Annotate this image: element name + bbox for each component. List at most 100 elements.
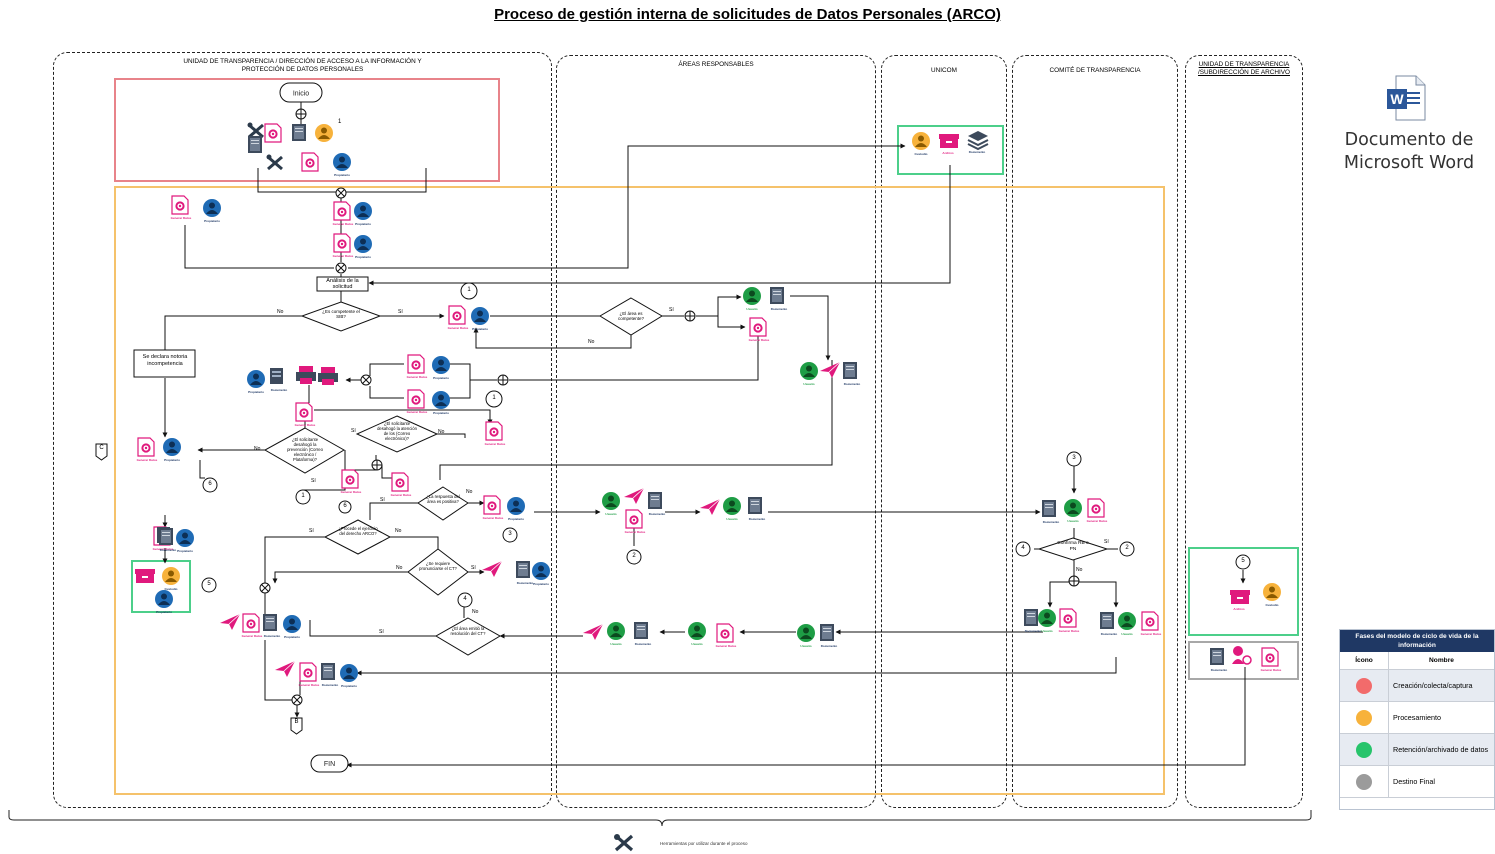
tools-note: Herramientas por utilizar durante el pro… [660, 841, 748, 846]
icon-caption: Documento [749, 517, 766, 521]
gear-document-icon: Generar Datos [333, 233, 354, 258]
owner-person-icon: Propietario [155, 590, 173, 614]
tools-icon [246, 121, 265, 139]
document-icon: Documento [770, 287, 787, 311]
legend-phase-name: Destino Final [1393, 776, 1435, 786]
gear-document-icon: Generar Datos [1261, 647, 1282, 672]
icon-caption: Propietario [248, 390, 264, 394]
legend-row: Destino Final [1340, 766, 1494, 798]
gear-document-icon: Generar Datos [1087, 498, 1108, 523]
incompetence-task [133, 349, 196, 378]
user-person-icon: Usuario [1118, 612, 1136, 636]
lane-title: ÁREAS RESPONSABLES [678, 61, 754, 68]
gear-document-icon: Generar Datos [333, 201, 354, 226]
icon-caption: Usuario [1041, 629, 1052, 633]
legend-col-icon: Ícono [1340, 652, 1389, 669]
legend-icon-cell [1340, 734, 1389, 765]
owner-person-icon: Propietario [432, 391, 450, 415]
lane-title: UNIDAD DE TRANSPARENCIA /SUBDIRECCIÓN DE… [1198, 61, 1290, 76]
connector-number: 6 [343, 503, 347, 509]
user-person-icon: Usuario [1064, 499, 1082, 523]
legend-phase-name: Retención/archivado de datos [1393, 744, 1489, 754]
user-person-icon: Usuario [607, 622, 625, 646]
custodian-person-icon: Custodio [912, 132, 930, 156]
gear-document-icon: Generar Datos [407, 354, 428, 379]
connector-number: 2 [632, 553, 636, 559]
word-document-icon[interactable]: W [1386, 75, 1426, 121]
tools-icon [614, 834, 634, 852]
page-title: Proceso de gestión interna de solicitude… [494, 6, 1001, 23]
send-icon [819, 361, 841, 379]
icon-caption: Propietario [433, 411, 449, 415]
icon-caption: Propietario [433, 376, 449, 380]
send-icon [623, 487, 645, 505]
lane-title: UNICOM [931, 67, 957, 74]
offpage-label: B [294, 719, 299, 725]
connector-number: 2 [1125, 545, 1129, 551]
icon-caption: Propietario [341, 684, 357, 688]
document-icon: Documento [1042, 500, 1059, 524]
printer-icon [296, 366, 316, 384]
document-icon: Documento [820, 624, 837, 648]
gear-document-icon: Generar Datos [391, 472, 412, 497]
icon-caption: Documento [517, 581, 534, 585]
archive-box-icon: Archivo [939, 134, 959, 155]
icon-caption: Documento [1211, 668, 1228, 672]
connector-number: 5 [207, 581, 211, 587]
connector-number: 1 [301, 493, 305, 499]
branch-label-yes: Sí [311, 478, 316, 484]
send-icon [699, 498, 721, 516]
decision-prevention-label: ¿El solicitante desahogó la prevención (… [287, 437, 323, 462]
stack-icon: Documento [967, 130, 989, 154]
send-icon [219, 613, 241, 631]
branch-label-yes: Sí [309, 528, 314, 534]
final-phase-box-archive [1188, 641, 1299, 680]
gear-document-icon: Generar Datos [242, 613, 263, 638]
document-icon: Documento [648, 492, 665, 516]
icon-caption: Generar Datos [333, 222, 354, 226]
decision-ct-confirm [1037, 537, 1109, 561]
icon-caption: Documento [271, 388, 288, 392]
branch-label-yes: Sí [380, 497, 385, 503]
owner-person-icon: Propietario [471, 307, 489, 331]
owner-person-icon: Propietario [247, 370, 265, 394]
icon-caption: Generar Datos [1059, 629, 1080, 633]
gear-document-icon: Generar Datos [448, 305, 469, 330]
icon-caption: Documento [771, 307, 788, 311]
legend-row: Creación/colecta/captura [1340, 670, 1494, 702]
user-person-icon: Usuario [723, 497, 741, 521]
footnote-number: 1 [338, 119, 342, 125]
icon-caption: Custodio [915, 152, 928, 156]
gear-document-icon: Generar Datos [716, 623, 737, 648]
icon-caption: Documento [1043, 520, 1060, 524]
lane-archive-subdirectorate: UNIDAD DE TRANSPARENCIA /SUBDIRECCIÓN DE… [1185, 55, 1303, 808]
icon-caption: Documento [821, 644, 838, 648]
decision-area-resolution-label: ¿El área emitió la resolución del CT? [450, 626, 486, 636]
decision-competent-area [599, 297, 663, 336]
analysis-task [316, 276, 369, 292]
branch-label-yes: Sí [398, 309, 403, 315]
owner-person-icon: Propietario [354, 235, 372, 259]
gear-document-icon: Generar Datos [137, 437, 158, 462]
archive-box-icon: Archivo [1230, 590, 1250, 611]
document-icon: Documento [1100, 612, 1117, 636]
icon-caption: Propietario [508, 517, 524, 521]
decision-extension [355, 415, 439, 453]
branch-label-no: No [588, 339, 595, 345]
lane-title: COMITÉ DE TRANSPARENCIA [1049, 67, 1141, 74]
word-document-label[interactable]: Documento de Microsoft Word [1343, 130, 1475, 173]
icon-caption: Usuario [803, 382, 814, 386]
processing-phase-box [114, 186, 1165, 795]
decision-ct-confirm-label: Confirma RB o PN [1057, 541, 1089, 552]
branch-label-no: No [396, 565, 403, 571]
end-event-label: FIN [324, 761, 335, 768]
send-icon [582, 623, 604, 641]
user-key-icon [1232, 646, 1252, 665]
bottom-brace [8, 810, 1312, 827]
decision-requires-ct-label: ¿Se requiere pronunciarse el CT? [419, 561, 457, 571]
icon-caption: Propietario [533, 582, 549, 586]
branch-label-no: No [254, 446, 261, 452]
owner-person-icon: Propietario [333, 153, 351, 177]
offpage-connector-b [290, 717, 303, 735]
connector-number: 1 [467, 287, 471, 293]
